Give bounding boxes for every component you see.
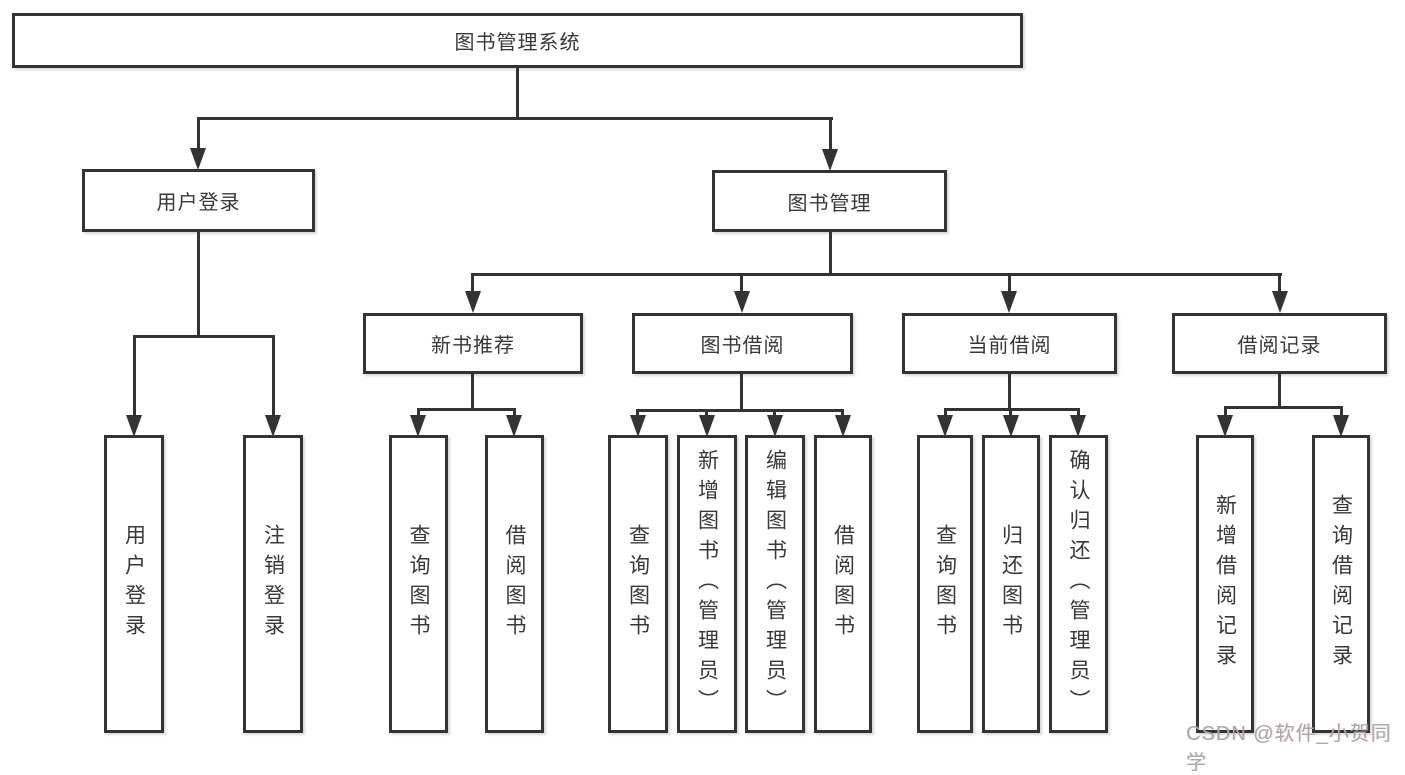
leaf-add-books-admin: 新增图书（管理员）	[677, 435, 737, 733]
leaf-current-query-books-label: 查询图书	[933, 524, 957, 644]
connector-drop-leaf-logout	[272, 335, 275, 417]
arrow-into-query-record	[1333, 415, 1349, 437]
arrow-into-current-query	[937, 415, 953, 437]
connector-book-management-stem	[829, 232, 832, 275]
arrow-into-borrowing-query	[630, 415, 646, 437]
leaf-recommend-query-books: 查询图书	[389, 435, 448, 733]
node-library-system: 图书管理系统	[12, 13, 1023, 68]
leaf-recommend-borrow-books: 借阅图书	[485, 435, 544, 733]
arrow-into-confirm-return	[1070, 415, 1086, 437]
arrow-into-user-login	[190, 148, 206, 170]
connector-stub-current-query	[944, 408, 947, 417]
arrow-into-book-management	[822, 149, 838, 171]
node-book-management-label: 图书管理	[787, 192, 872, 215]
leaf-borrowing-borrow-books-label: 借阅图书	[831, 524, 855, 644]
arrow-into-return-books	[1003, 415, 1019, 437]
leaf-recommend-borrow-books-label: 借阅图书	[503, 524, 526, 644]
node-current-borrowing-label: 当前借阅	[967, 335, 1052, 357]
connector-root-bar	[197, 117, 833, 120]
connector-recommend-bar	[417, 408, 516, 411]
connector-recommend-stem	[471, 374, 474, 410]
leaf-add-borrow-record: 新增借阅记录	[1196, 435, 1254, 733]
arrow-into-add-record	[1217, 415, 1233, 437]
connector-book-management-bar	[471, 273, 1282, 276]
node-book-borrowing-label: 图书借阅	[700, 335, 785, 357]
leaf-borrowing-query-books-label: 查询图书	[626, 524, 650, 644]
leaf-confirm-return-admin-label: 确认归还（管理员）	[1067, 449, 1090, 719]
leaf-edit-books-admin-label: 编辑图书（管理员）	[763, 449, 787, 719]
leaf-user-login-label: 用户登录	[122, 524, 146, 644]
connector-borrowing-bar	[636, 409, 844, 412]
connector-stub-add-books	[705, 409, 708, 417]
connector-stub-return-books	[1009, 408, 1012, 417]
leaf-return-books-label: 归还图书	[999, 524, 1023, 644]
connector-drop-user-login	[197, 117, 200, 152]
node-new-book-recommend-label: 新书推荐	[431, 335, 515, 357]
leaf-user-login: 用户登录	[104, 435, 164, 733]
connector-stub-edit-books	[773, 409, 776, 417]
connector-stub-add-record	[1224, 406, 1227, 417]
connector-stub-recommend-borrow	[513, 408, 516, 418]
leaf-query-borrow-record: 查询借阅记录	[1312, 435, 1370, 733]
connector-drop-borrowing-records	[1278, 273, 1281, 293]
arrow-into-book-borrowing	[734, 291, 750, 313]
leaf-edit-books-admin: 编辑图书（管理员）	[745, 435, 805, 733]
arrow-into-recommend-query	[410, 415, 426, 437]
connector-records-stem	[1278, 374, 1281, 408]
connector-drop-leaf-user-login	[133, 335, 136, 417]
connector-stub-recommend-query	[417, 408, 420, 418]
node-user-login-label: 用户登录	[156, 192, 241, 214]
connector-drop-book-borrowing	[740, 273, 743, 293]
node-current-borrowing: 当前借阅	[902, 313, 1117, 374]
connector-borrowing-stem	[740, 374, 743, 411]
node-borrowing-records-label: 借阅记录	[1237, 335, 1322, 357]
arrow-into-leaf-user-login	[126, 415, 142, 437]
arrow-into-add-books	[699, 415, 715, 437]
node-new-book-recommend: 新书推荐	[363, 313, 583, 374]
arrow-into-recommend-borrow	[506, 415, 522, 437]
connector-stub-borrowing-borrow	[841, 409, 844, 417]
arrow-into-borrowing-records	[1272, 291, 1288, 313]
node-user-login: 用户登录	[82, 169, 315, 232]
connector-stub-borrowing-query	[636, 409, 639, 417]
leaf-borrowing-borrow-books: 借阅图书	[814, 435, 872, 733]
connector-user-login-stem	[197, 232, 200, 337]
node-book-borrowing: 图书借阅	[632, 313, 853, 374]
csdn-watermark: CSDN @软件_小贺同学	[1186, 723, 1392, 774]
connector-user-login-bar	[133, 335, 275, 338]
connector-current-stem	[1008, 374, 1011, 410]
arrow-into-leaf-logout	[265, 415, 281, 437]
leaf-confirm-return-admin: 确认归还（管理员）	[1049, 435, 1108, 733]
leaf-return-books: 归还图书	[982, 435, 1040, 733]
leaf-current-query-books: 查询图书	[917, 435, 973, 733]
arrow-into-borrowing-borrow	[835, 415, 851, 437]
node-book-management: 图书管理	[712, 170, 947, 232]
connector-root-stem	[516, 68, 519, 120]
node-borrowing-records: 借阅记录	[1172, 313, 1387, 374]
leaf-logout-label: 注销登录	[261, 524, 285, 644]
connector-records-bar	[1224, 406, 1343, 409]
connector-stub-confirm-return	[1077, 408, 1080, 417]
leaf-query-borrow-record-label: 查询借阅记录	[1329, 494, 1353, 674]
connector-drop-current-borrowing	[1008, 273, 1011, 293]
connector-current-bar	[944, 408, 1080, 411]
leaf-add-borrow-record-label: 新增借阅记录	[1213, 494, 1237, 674]
leaf-borrowing-query-books: 查询图书	[608, 435, 668, 733]
leaf-add-books-admin-label: 新增图书（管理员）	[695, 449, 719, 719]
leaf-logout: 注销登录	[243, 435, 303, 733]
connector-stub-query-record	[1340, 406, 1343, 417]
connector-drop-book-management	[829, 117, 832, 153]
node-library-system-label: 图书管理系统	[454, 32, 581, 54]
arrow-into-edit-books	[767, 415, 783, 437]
arrow-into-new-book-recommend	[465, 291, 481, 313]
connector-drop-new-book-recommend	[471, 273, 474, 293]
arrow-into-current-borrowing	[1001, 291, 1017, 313]
leaf-recommend-query-books-label: 查询图书	[407, 524, 430, 644]
